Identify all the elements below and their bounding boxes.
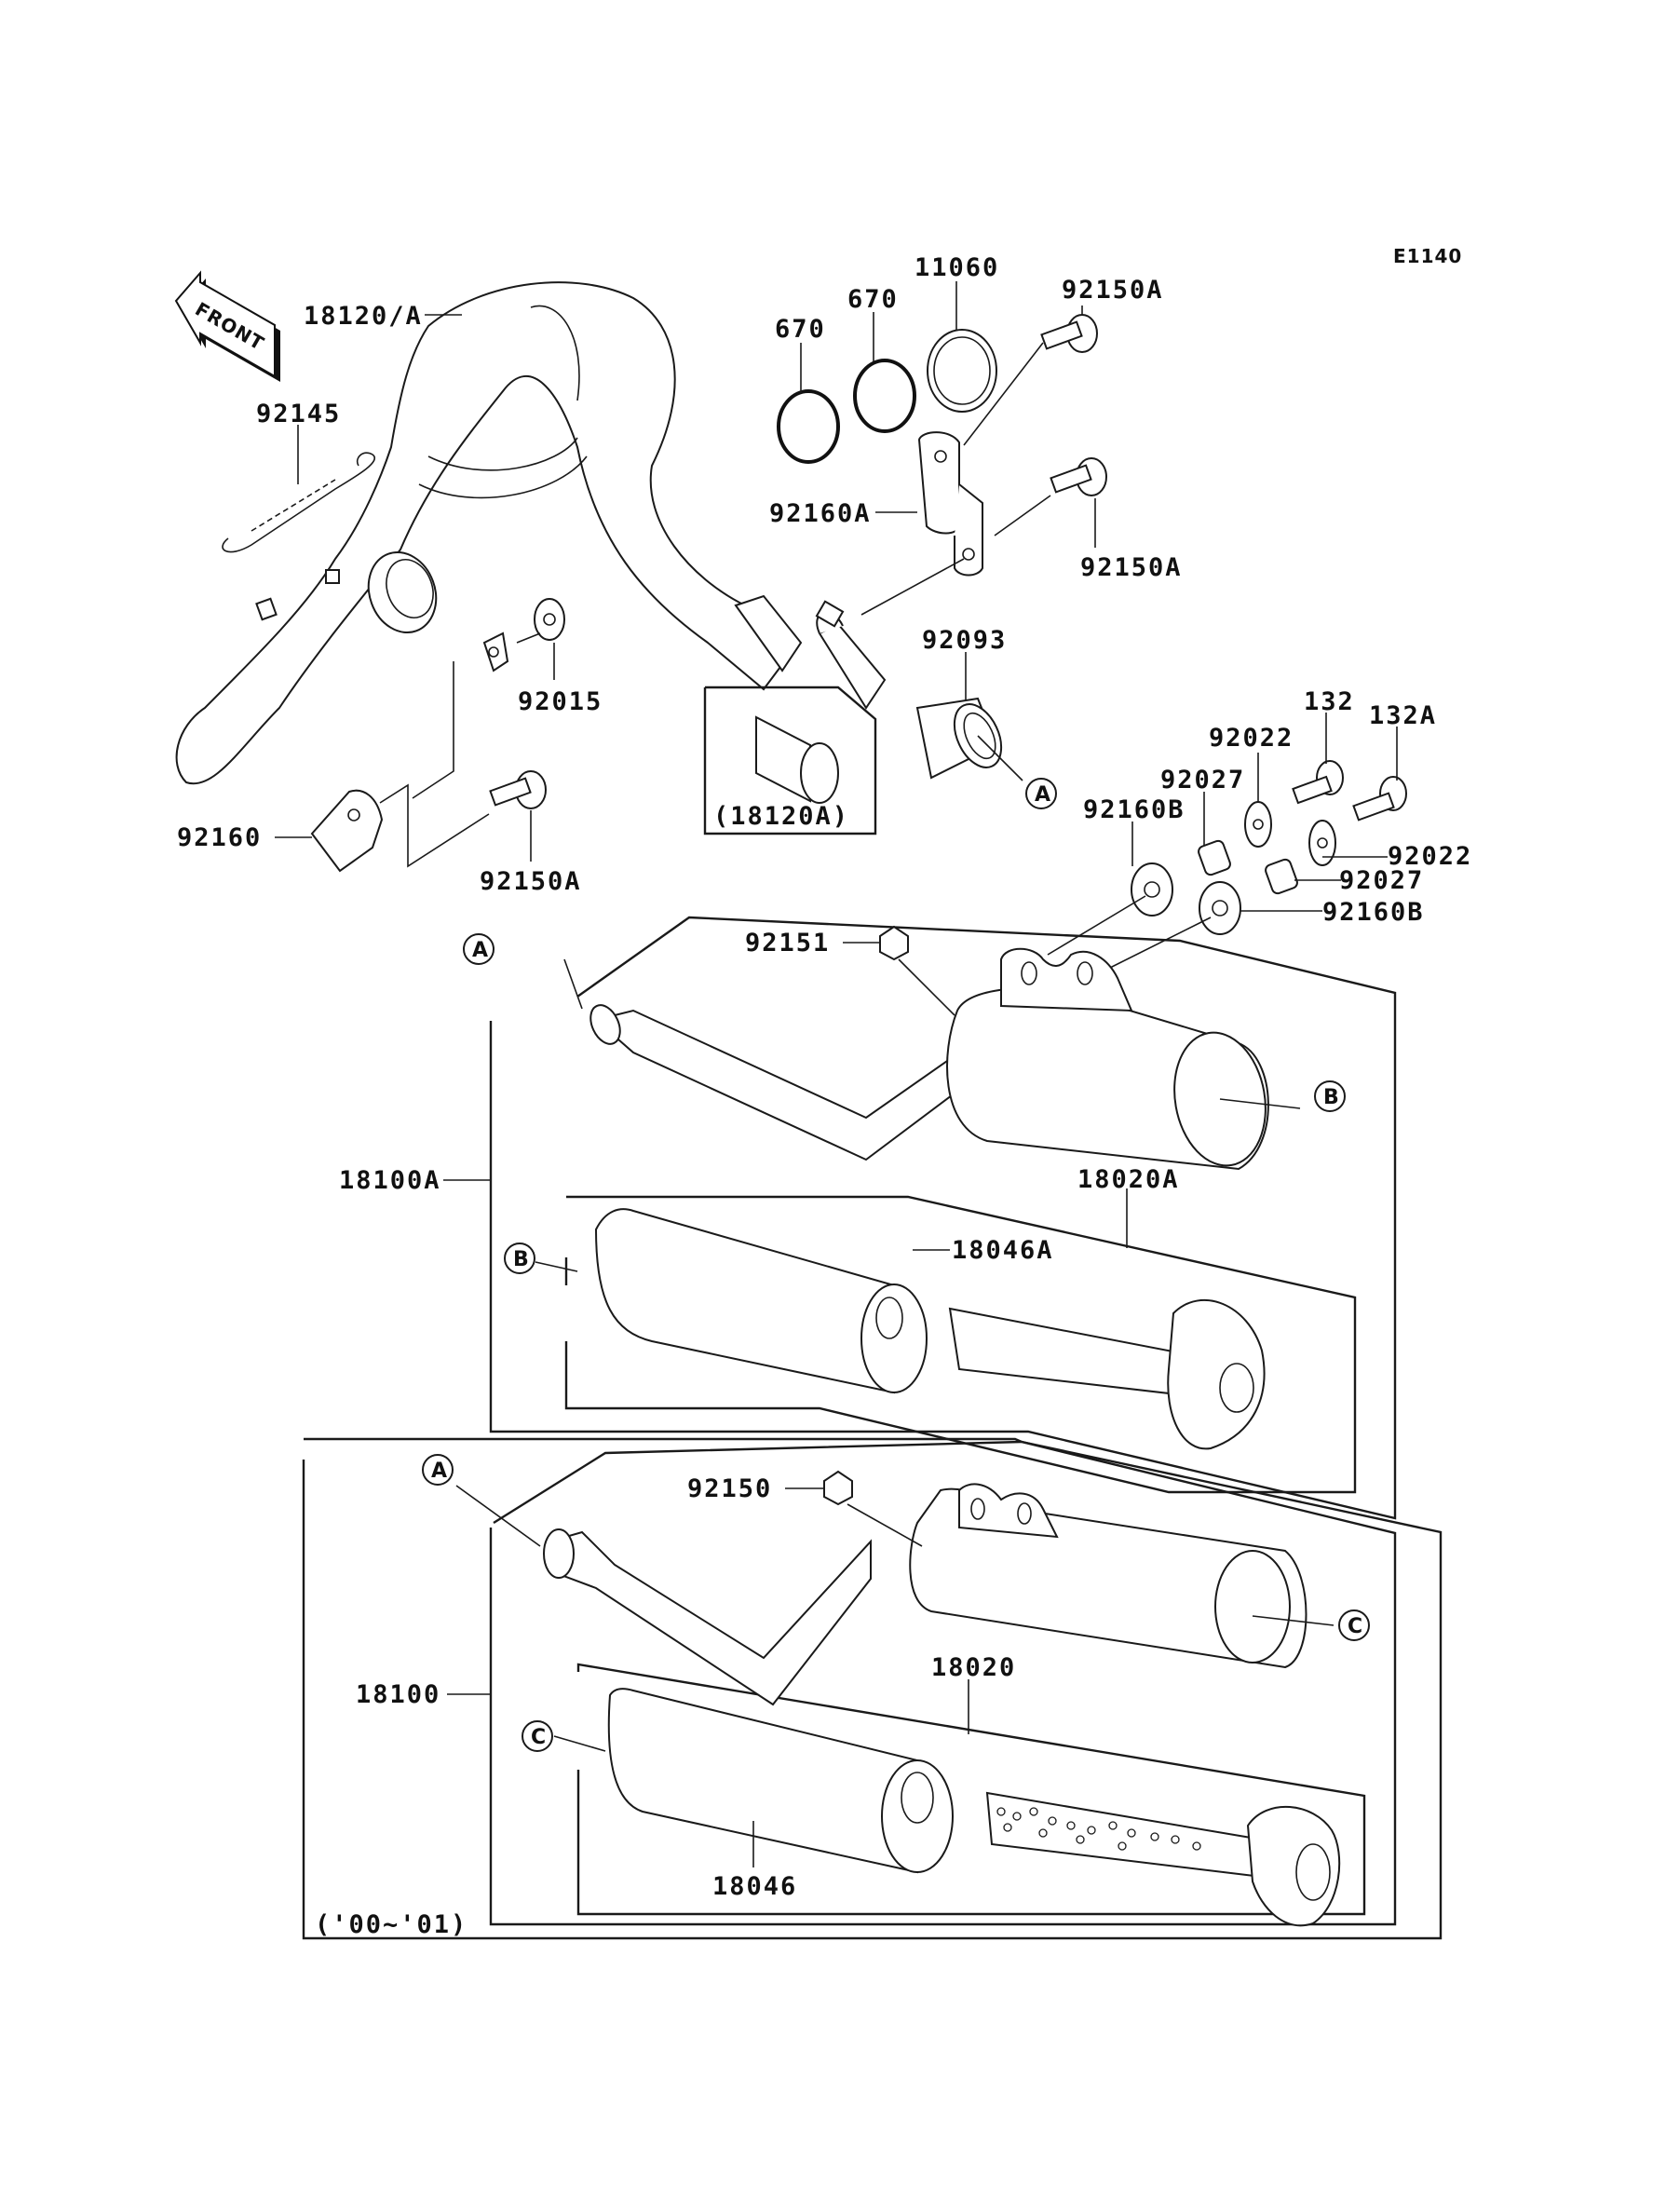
spring-drawing: [222, 452, 375, 553]
part-label-92160A: 92160A: [769, 499, 872, 528]
expansion-chamber-drawing: [175, 281, 887, 785]
part-label-92145: 92145: [256, 400, 341, 428]
callout-A-seal: A: [1025, 778, 1057, 809]
callout-C-muffler-end: C: [1338, 1609, 1370, 1641]
part-label-132: 132: [1304, 687, 1355, 716]
callout-B-muffler-end: B: [1314, 1080, 1346, 1112]
callout-A-upper-muffler: A: [463, 933, 495, 965]
chamber-variant-inset: (18120A): [703, 686, 877, 835]
part-label-92150A-mid: 92150A: [1080, 553, 1183, 582]
muffler-18100-drawing: [455, 1483, 1335, 1706]
bolt-92150A-low-drawing: [489, 770, 547, 809]
part-label-92093: 92093: [922, 626, 1007, 655]
part-label-92027-b: 92027: [1339, 866, 1424, 895]
figure-code: E1140: [1393, 245, 1462, 267]
svg-text:C: C: [1348, 1615, 1362, 1638]
part-label-18046A: 18046A: [952, 1236, 1054, 1265]
nut-92015-drawing: [516, 598, 565, 644]
part-label-18046: 18046: [712, 1872, 797, 1901]
seal-joint-drawing: [915, 697, 1023, 781]
part-label-92022-b: 92022: [1388, 842, 1472, 871]
gasket-drawing: [927, 329, 997, 413]
bolt-92150-drawing: [823, 1470, 923, 1547]
callout-C-silencer: C: [522, 1720, 553, 1752]
assembly-18100-frame: [302, 1437, 1443, 1940]
mount-hardware-drawing: [1047, 760, 1407, 974]
muffler-18100A-drawing: [563, 947, 1301, 1171]
svg-text:A: A: [472, 939, 488, 962]
part-label-92151: 92151: [745, 929, 830, 957]
o-ring-2-drawing: [853, 359, 916, 433]
part-label-18020A: 18020A: [1077, 1165, 1180, 1194]
part-label-18100: 18100: [356, 1680, 440, 1709]
part-label-18100A: 18100A: [339, 1166, 441, 1195]
callout-B-silencer: B: [504, 1243, 535, 1274]
svg-text:A: A: [1035, 783, 1050, 807]
part-label-18120A: 18120/A: [304, 302, 423, 331]
part-label-92160: 92160: [177, 823, 262, 852]
bolt-92151-drawing: [879, 925, 955, 1016]
part-label-92150: 92150: [687, 1474, 772, 1503]
leader-lines: [275, 281, 1398, 1867]
part-label-18120A-inset: (18120A): [713, 802, 849, 831]
bolt-92150A-mid-drawing: [994, 457, 1107, 536]
part-label-92022-a: 92022: [1209, 724, 1294, 753]
callout-A-lower-muffler: A: [422, 1454, 454, 1486]
svg-text:A: A: [431, 1460, 447, 1483]
silencer-18020A-drawing: [594, 1208, 1266, 1450]
svg-text:C: C: [531, 1726, 546, 1749]
part-label-132A: 132A: [1369, 701, 1437, 730]
svg-text:B: B: [1323, 1086, 1339, 1109]
part-label-92015: 92015: [518, 687, 603, 716]
part-labels: 18120/A 92145 670 670 11060 92150A 92160…: [177, 253, 1472, 1939]
part-label-18020: 18020: [931, 1653, 1016, 1682]
part-label-92160B-a: 92160B: [1083, 795, 1185, 824]
part-label-670-b: 670: [847, 285, 899, 314]
part-label-670-a: 670: [775, 315, 826, 344]
model-years-note: ('00~'01): [315, 1910, 467, 1939]
assembly-18100A-frame: [489, 916, 1397, 1520]
part-label-11060: 11060: [915, 253, 999, 282]
silencer-18020-drawing: [607, 1688, 1341, 1927]
o-ring-1-drawing: [777, 389, 840, 464]
part-label-92150A-low: 92150A: [480, 867, 582, 896]
callout-markers: A A B B A C C: [422, 778, 1370, 1752]
part-label-92150A-top: 92150A: [1062, 276, 1164, 305]
damper-bracket-drawing: [860, 431, 983, 616]
damper-92160-drawing: [310, 661, 490, 873]
front-arrow-icon: FRONT: [174, 270, 280, 382]
part-label-92027-a: 92027: [1160, 766, 1245, 794]
bolt-92150A-top-drawing: [963, 314, 1098, 446]
part-label-92160B-b: 92160B: [1322, 898, 1425, 927]
svg-text:B: B: [513, 1248, 529, 1271]
